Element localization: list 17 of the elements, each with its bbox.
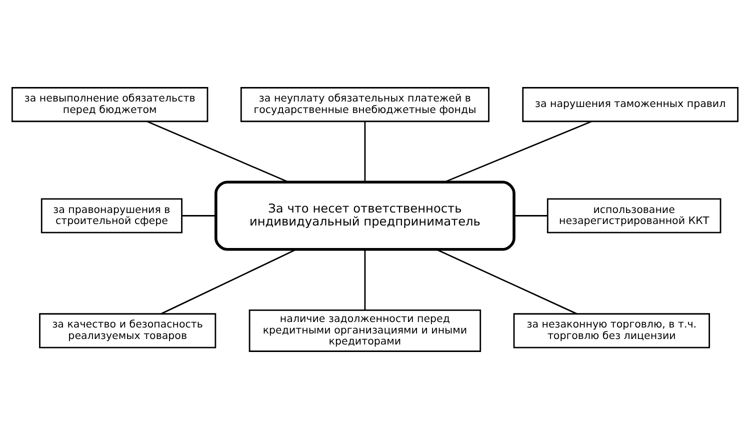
- connector: [514, 215, 548, 216]
- connector: [146, 120, 289, 183]
- node-box: за незаконную торговлю, в т.ч. торговлю без лицензии: [513, 313, 710, 348]
- node-box: за правонарушения в строительной сфере: [40, 198, 182, 234]
- connector: [364, 121, 366, 182]
- connector: [182, 215, 216, 216]
- node-box: за нарушения таможенных правил: [522, 87, 739, 122]
- connector: [160, 248, 296, 314]
- node-box: наличие задолженности перед кредитными организациями и иными кредиторами: [248, 309, 482, 352]
- node-box: за качество и безопасность реализуемых товаров: [39, 313, 216, 348]
- node-box: За что несет ответственность индивидуальный предприниматель: [214, 180, 516, 251]
- connector: [364, 250, 366, 310]
- node-box: за невыполнение обязательств перед бюджетом: [11, 87, 208, 122]
- node-box: за неуплату обязательных платежей в государственные внебюджетные фонды: [240, 87, 490, 122]
- connector: [436, 248, 578, 314]
- node-box: использование незарегистрированной ККТ: [546, 198, 722, 234]
- connector: [444, 120, 592, 183]
